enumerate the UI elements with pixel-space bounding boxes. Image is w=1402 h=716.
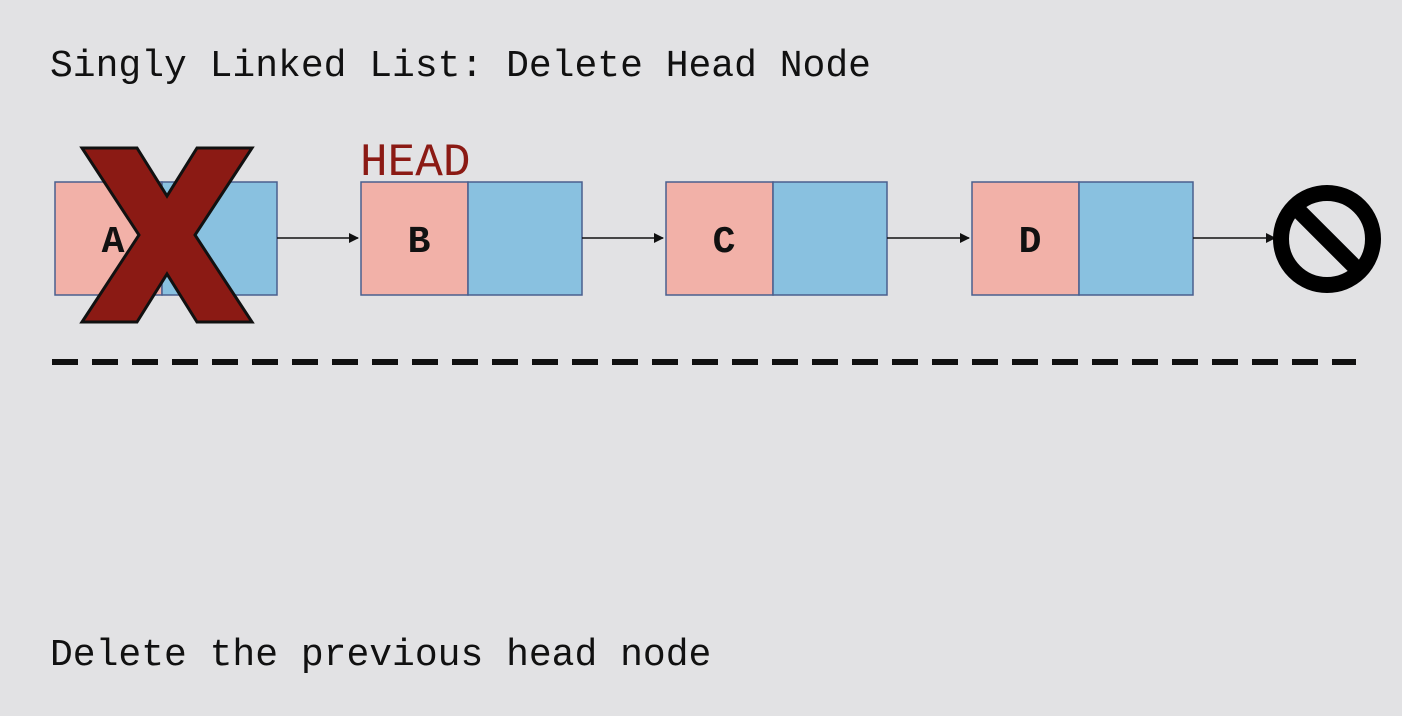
diagram-caption: Delete the previous head node: [50, 634, 712, 677]
null-icon: [1273, 185, 1381, 293]
node-b-data-cell: [360, 181, 469, 296]
node-c: C: [665, 181, 888, 296]
diagram-title: Singly Linked List: Delete Head Node: [50, 45, 871, 88]
node-b-next-cell: [467, 181, 583, 296]
node-c-label: C: [713, 221, 736, 264]
delete-x-icon: [79, 146, 255, 324]
node-c-data-cell: [665, 181, 774, 296]
node-d-data-cell: [971, 181, 1080, 296]
node-b-label: B: [408, 221, 431, 264]
head-label: HEAD: [360, 137, 470, 189]
node-d-next-cell: [1078, 181, 1194, 296]
node-c-next-cell: [772, 181, 888, 296]
node-b: B: [360, 181, 583, 296]
node-d: D: [971, 181, 1194, 296]
node-a-label: A: [102, 221, 125, 264]
node-d-label: D: [1019, 221, 1042, 264]
